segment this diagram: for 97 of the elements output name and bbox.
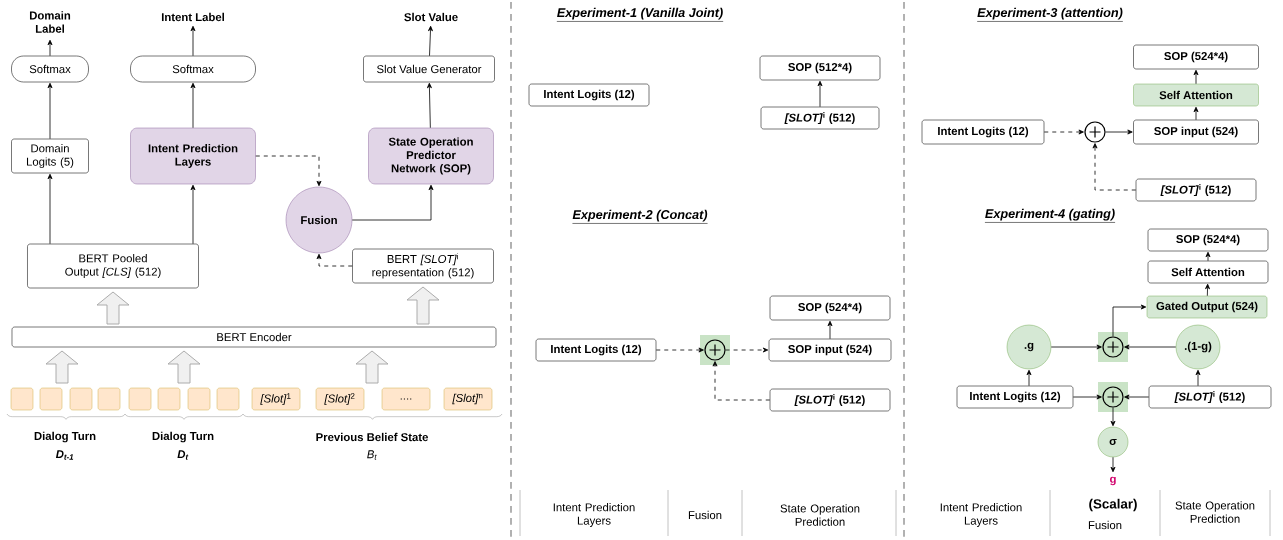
process-box: Intent Logits (12) bbox=[956, 385, 1074, 409]
panel-title: Experiment-4 (gating) bbox=[984, 208, 1116, 223]
token-box: [Slot]$^{2}$ bbox=[315, 387, 365, 411]
process-box: Domain Logits (5) bbox=[11, 138, 89, 174]
token-box: [Slot]$^{1}$ bbox=[251, 387, 301, 411]
column-header: State Operation Prediction bbox=[780, 504, 860, 526]
arrow bbox=[255, 155, 322, 187]
caption-text: D$_{t-1}$ bbox=[55, 450, 74, 460]
token-box bbox=[157, 387, 181, 411]
column-header: State Operation Prediction bbox=[1175, 501, 1255, 523]
arrow bbox=[712, 361, 771, 401]
process-box: [SLOT]$^{i}$ (512) bbox=[1148, 385, 1272, 409]
process-box: Self Attention bbox=[1147, 260, 1269, 284]
panel-title: Experiment-1 (Vanilla Joint) bbox=[556, 7, 724, 22]
output-label: Slot Value bbox=[404, 12, 458, 22]
arrow bbox=[47, 82, 53, 140]
token-box bbox=[97, 387, 121, 411]
token-box: [Slot]$^{n}$ bbox=[443, 387, 493, 411]
arrow bbox=[351, 184, 434, 221]
arrow bbox=[1124, 394, 1150, 400]
plus-circle bbox=[1084, 121, 1106, 143]
layer-box: Self Attention bbox=[1133, 83, 1259, 107]
arrow bbox=[1193, 106, 1199, 121]
process-box: BERT [SLOT]$^{i}$ representation (512) bbox=[352, 248, 494, 284]
arrow bbox=[1026, 369, 1032, 387]
process-box: SOP (512*4) bbox=[759, 55, 881, 81]
panel-title: Experiment-2 (Concat) bbox=[572, 209, 708, 224]
arrow bbox=[827, 320, 833, 340]
arrow bbox=[428, 25, 433, 57]
arrow bbox=[427, 82, 432, 129]
arrow bbox=[1092, 143, 1137, 191]
process-box: Intent Logits (12) bbox=[921, 119, 1045, 145]
arrow bbox=[655, 347, 704, 353]
token-box bbox=[69, 387, 93, 411]
arrow bbox=[1193, 69, 1199, 85]
caption-text: (Scalar) bbox=[1089, 498, 1137, 512]
arrow bbox=[817, 80, 823, 108]
token-box bbox=[187, 387, 211, 411]
process-box: [SLOT]$^{i}$ (512) bbox=[769, 388, 891, 412]
arrow bbox=[316, 253, 353, 267]
block-arrow bbox=[406, 286, 440, 325]
arrow bbox=[1124, 344, 1177, 350]
process-box: SOP (524*4) bbox=[1147, 228, 1269, 252]
arrow bbox=[1195, 369, 1201, 387]
gate-value-label: g bbox=[1110, 476, 1116, 486]
caption-text: Previous Belief State bbox=[316, 432, 428, 442]
column-header: Fusion bbox=[1088, 520, 1122, 530]
arrow bbox=[1205, 283, 1210, 297]
process-box: SOP input (524) bbox=[768, 338, 892, 362]
output-label: Domain Label bbox=[29, 11, 71, 33]
arrow bbox=[190, 82, 196, 129]
column-header: Intent Prediction Layers bbox=[553, 503, 635, 527]
arrow bbox=[190, 25, 196, 57]
arrow bbox=[47, 39, 53, 57]
softmax-box: Softmax bbox=[11, 55, 89, 83]
arrow bbox=[1110, 456, 1116, 473]
process-box: Intent Logits (12) bbox=[528, 83, 650, 107]
arrow bbox=[1110, 407, 1116, 427]
caption-text: Dialog Turn bbox=[34, 431, 96, 443]
caption-text: D$_{t}$ bbox=[177, 450, 189, 460]
layer-box: Intent Prediction Layers bbox=[130, 127, 256, 185]
arrow bbox=[1072, 394, 1102, 400]
column-header: Fusion bbox=[688, 510, 722, 520]
arrow bbox=[1050, 344, 1102, 350]
process-box: BERT Pooled Output [CLS] (512) bbox=[27, 243, 199, 289]
arrow bbox=[1043, 129, 1084, 135]
arrow bbox=[1205, 251, 1211, 262]
process-box: [SLOT]$^{i}$ (512) bbox=[760, 106, 880, 130]
column-header: Intent Prediction Layers bbox=[940, 503, 1022, 527]
output-label: Intent Label bbox=[161, 12, 224, 22]
token-box: .... bbox=[381, 387, 431, 411]
arrow bbox=[47, 173, 53, 245]
block-arrow bbox=[45, 350, 79, 384]
process-box: SOP input (524) bbox=[1133, 119, 1259, 145]
token-box bbox=[216, 387, 240, 411]
token-box bbox=[128, 387, 152, 411]
token-box bbox=[10, 387, 34, 411]
process-box: SOP (524*4) bbox=[1133, 44, 1259, 70]
caption-text: Dialog Turn bbox=[152, 431, 214, 443]
block-arrow bbox=[355, 350, 389, 384]
caption-text: B$_{t}$ bbox=[367, 450, 377, 460]
process-box: SOP (524*4) bbox=[769, 295, 891, 321]
layer-box: State Operation Predictor Network (SOP) bbox=[368, 127, 494, 185]
panel-title: Experiment-3 (attention) bbox=[976, 7, 1124, 22]
process-box: Slot Value Generator bbox=[363, 55, 495, 83]
softmax-box: Softmax bbox=[130, 55, 256, 83]
arrow bbox=[1112, 304, 1147, 337]
token-box bbox=[39, 387, 63, 411]
arrow bbox=[190, 184, 196, 245]
arrow bbox=[725, 347, 769, 353]
block-arrow bbox=[167, 350, 201, 384]
process-box: Intent Logits (12) bbox=[535, 338, 657, 362]
layer-box: Gated Output (524) bbox=[1146, 295, 1268, 319]
process-box: [SLOT]$^{i}$ (512) bbox=[1135, 178, 1257, 202]
block-arrow bbox=[96, 291, 130, 325]
arrow bbox=[1105, 129, 1133, 135]
encoder-bar: BERT Encoder bbox=[11, 326, 497, 348]
